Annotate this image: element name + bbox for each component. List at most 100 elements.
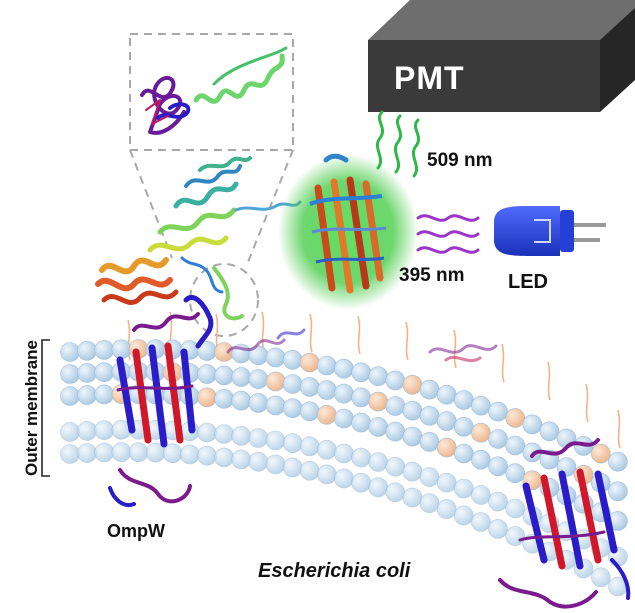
lipid-head: [60, 364, 80, 384]
lipid-head: [60, 342, 80, 362]
lipid-head: [214, 447, 234, 468]
excitation-light-icon: [416, 214, 480, 254]
lipid-head: [180, 444, 200, 465]
lipid-head: [385, 456, 406, 477]
ompw-barrel-icon: [108, 294, 214, 507]
ompw-barrel-icon: [498, 438, 631, 609]
lipid-head: [419, 493, 440, 514]
lipid-head: [453, 478, 474, 499]
emission-wavelength-label: 509 nm: [427, 150, 493, 171]
lipid-tails: [127, 311, 621, 449]
lipid-head: [385, 396, 406, 416]
lipid-head: [265, 347, 286, 368]
fusion-protein-icon: [95, 156, 302, 321]
lipid-head: [299, 352, 320, 373]
lipid-head: [505, 526, 526, 546]
lipid-head: [471, 422, 491, 443]
lipid-head: [453, 505, 474, 526]
lipid-head: [505, 408, 526, 428]
lipid-head: [111, 442, 132, 463]
lipid-head: [368, 477, 389, 498]
organism-label: Escherichia coli: [258, 560, 411, 582]
lipid-head: [316, 404, 337, 425]
lipid-head: [265, 371, 286, 392]
lipid-head: [590, 443, 611, 464]
outer-membrane-bracket: [41, 339, 50, 477]
lipid-head: [385, 421, 406, 442]
lipid-head: [77, 443, 97, 463]
lipid-head: [214, 342, 234, 362]
lipid-head: [402, 461, 423, 482]
ompw-label: OmpW: [107, 521, 165, 541]
lipid-head: [248, 428, 269, 448]
lipid-head: [402, 400, 423, 421]
lipid-head: [231, 367, 251, 387]
lipid-head: [60, 386, 80, 406]
lipid-head: [351, 447, 371, 468]
lipid-head: [436, 472, 457, 493]
lipid-head: [488, 401, 508, 422]
lipid-head: [248, 451, 269, 472]
lipid-head: [197, 445, 217, 466]
lipid-head: [351, 362, 371, 383]
lipid-head: [351, 472, 371, 493]
lipid-head: [265, 454, 286, 475]
lipid-head: [77, 340, 97, 361]
lipid-head: [77, 385, 97, 405]
pmt-side-face: [600, 8, 635, 112]
lipid-head: [488, 456, 508, 477]
lipid-head: [316, 464, 337, 485]
lipid-head: [77, 363, 97, 383]
lipid-head: [248, 369, 269, 389]
lipid-head: [368, 366, 389, 387]
lipid-head: [471, 485, 491, 505]
lipid-head: [214, 424, 234, 444]
pmt-top-face: [368, 0, 635, 40]
gfp-barrel-icon: [278, 153, 418, 310]
lipid-head: [436, 499, 457, 519]
led-label: LED: [508, 271, 548, 293]
zoom-inset-icon: [129, 33, 294, 337]
lipid-head: [248, 393, 269, 413]
lipid-head: [282, 349, 303, 370]
lipid-head: [231, 390, 251, 411]
lipid-head: [453, 390, 474, 410]
lipid-head: [471, 512, 491, 532]
lipid-head: [214, 388, 234, 409]
lipid-head: [282, 374, 303, 394]
lipid-head: [94, 362, 114, 383]
lipid-head: [608, 481, 628, 502]
lipid-head: [368, 417, 389, 437]
lipid-head: [351, 387, 371, 408]
lipid-head: [453, 443, 474, 464]
lipid-head: [488, 519, 508, 539]
lipid-head: [60, 444, 80, 464]
lipid-head: [94, 340, 114, 360]
lipid-head: [419, 467, 440, 487]
lipid-head: [419, 432, 440, 452]
lipid-head: [368, 391, 389, 412]
lipid-head: [265, 395, 286, 416]
lipid-head: [77, 421, 97, 441]
lipid-head: [385, 370, 406, 391]
lipid-head: [334, 408, 354, 429]
led-icon: [494, 206, 606, 256]
lipid-head: [94, 384, 114, 405]
lipid-head: [299, 377, 320, 397]
lipid-head: [316, 355, 337, 376]
lipid-head: [334, 383, 354, 404]
lipid-head: [351, 412, 371, 433]
lipid-head: [419, 405, 440, 426]
outer-membrane-label: Outer membrane: [22, 339, 41, 477]
emission-light-icon: [375, 110, 421, 178]
lipid-head: [334, 443, 354, 464]
lipid-head: [590, 567, 611, 588]
lipid-head: [505, 498, 526, 519]
lipid-head: [265, 430, 286, 451]
lipid-head: [471, 449, 491, 470]
lipid-head: [282, 457, 303, 478]
lipid-head: [282, 398, 303, 419]
lipid-head: [94, 420, 114, 441]
lipid-head: [316, 439, 337, 460]
